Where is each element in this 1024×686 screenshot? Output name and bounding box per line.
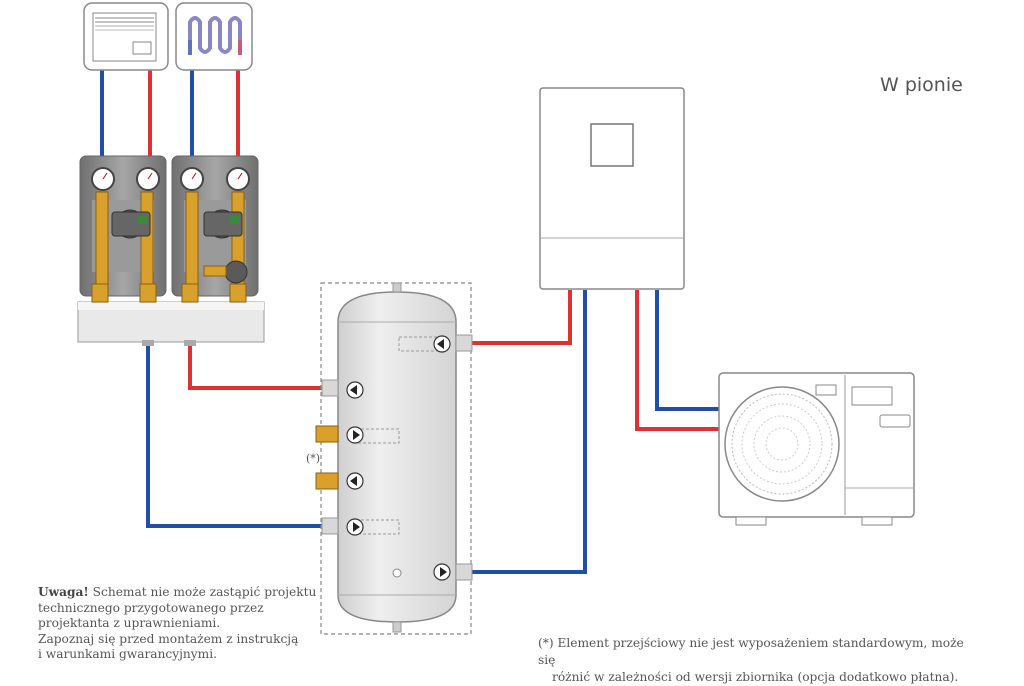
footnote-line-2: różnić w zależności od wersji zbiornika … bbox=[552, 670, 959, 684]
manifold-hot-pipe bbox=[188, 343, 325, 390]
warning-line-4: Zapoznaj się przed montażem z instrukcją bbox=[38, 631, 299, 646]
tank-cold-return-pipe bbox=[472, 290, 587, 574]
warning-line-1: Schemat nie może zastąpić projektu bbox=[88, 585, 317, 599]
footnote: (*) Element przejściowy nie jest wyposaż… bbox=[538, 635, 978, 686]
warning-label: Uwaga! bbox=[38, 585, 89, 599]
underfloor-heating-icon bbox=[175, 2, 253, 71]
tank-icon bbox=[315, 282, 473, 635]
radiator-icon bbox=[83, 2, 169, 71]
port-arrows bbox=[346, 335, 451, 581]
footnote-line-1: (*) Element przejściowy nie jest wyposaż… bbox=[538, 636, 964, 667]
warning-line-2: technicznego przygotowanego przez bbox=[38, 600, 264, 615]
manifold-cold-pipe bbox=[146, 343, 325, 528]
tank-insulation-outline bbox=[320, 282, 472, 635]
pump-group-2 bbox=[171, 155, 259, 303]
unit-cold-pipe bbox=[655, 290, 720, 411]
tank-hot-out-pipe bbox=[472, 290, 572, 345]
fan-icon bbox=[724, 386, 840, 502]
pump-group-1 bbox=[79, 155, 167, 303]
indoor-unit-icon bbox=[539, 87, 685, 290]
pump-group-icon bbox=[77, 155, 265, 346]
warning-line-3: projektanta z uprawnieniami. bbox=[38, 616, 221, 631]
transition-element-marker: (*) bbox=[306, 452, 321, 465]
pipes bbox=[100, 70, 720, 574]
warning-line-5: i warunkami gwarancyjnymi. bbox=[38, 647, 217, 662]
unit-hot-pipe bbox=[635, 290, 720, 431]
outdoor-unit-icon bbox=[718, 372, 915, 526]
warning-note: Uwaga! Schemat nie może zastąpić projekt… bbox=[38, 585, 328, 663]
page-title: W pionie bbox=[880, 74, 963, 96]
